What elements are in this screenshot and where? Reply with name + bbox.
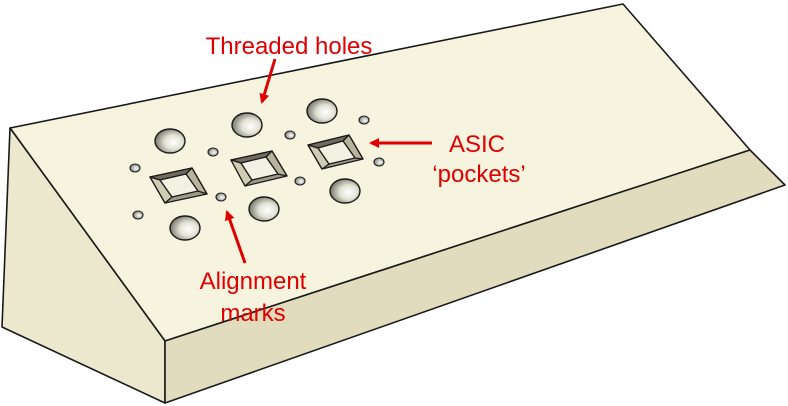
alignment-marks — [129, 115, 385, 220]
pockets-label: ‘pockets’ — [432, 161, 525, 188]
threaded-hole — [169, 215, 201, 241]
alignment-mark — [215, 192, 227, 202]
threaded-hole — [248, 196, 280, 222]
block-side-face — [164, 149, 786, 404]
threaded-hole — [231, 112, 263, 138]
asic-pocket — [307, 134, 364, 170]
threaded-holes-label: Threaded holes — [206, 33, 373, 60]
asic-label: ASIC — [449, 131, 505, 158]
asic-pocket — [149, 167, 208, 204]
threaded-holes — [154, 98, 361, 241]
threaded-holes-arrow — [259, 58, 277, 104]
threaded-hole — [154, 128, 186, 154]
threaded-hole — [329, 178, 361, 204]
alignment-mark — [373, 157, 385, 167]
alignment-mark — [129, 163, 141, 173]
alignment-mark — [207, 147, 219, 157]
threaded-hole — [306, 98, 338, 124]
alignment-mark — [294, 176, 306, 186]
marks-label: marks — [220, 300, 285, 327]
alignment-label: Alignment — [200, 268, 307, 295]
alignment-marks-arrow — [224, 210, 247, 264]
alignment-mark — [358, 115, 370, 125]
asic-pocket — [230, 150, 288, 187]
alignment-mark — [132, 210, 144, 220]
alignment-mark — [284, 130, 296, 140]
